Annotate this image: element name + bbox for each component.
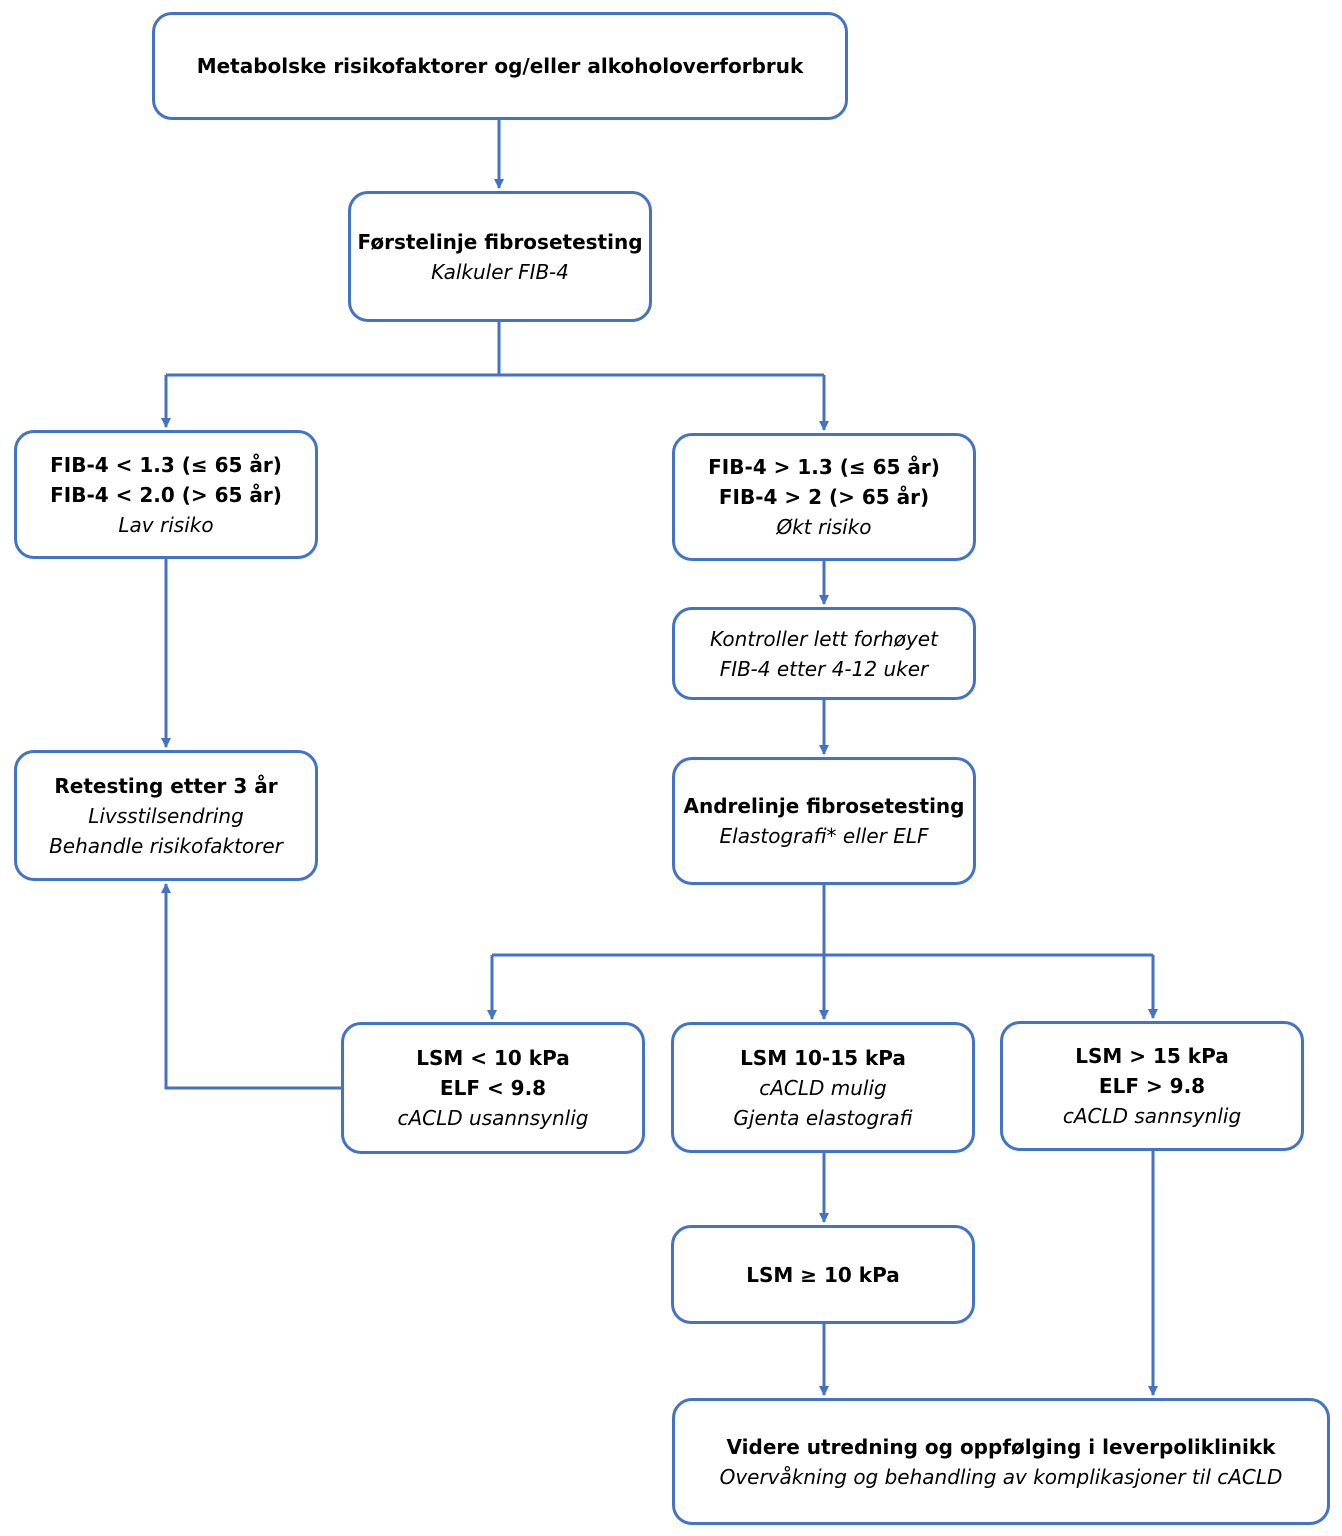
start-box-text: Metabolske risikofaktorer og/eller alkoh… (196, 54, 804, 78)
lsm-high-line2: ELF > 9.8 (1098, 1074, 1206, 1098)
high-risk-subtitle: Økt risiko (776, 515, 872, 539)
arrow-lsm-low-to-retest (161, 883, 341, 1090)
lsm-low-subtitle: cACLD usannsynlig (397, 1106, 589, 1130)
lsm-mid-line1: LSM 10-15 kPa (740, 1045, 906, 1070)
retest-line1: Livsstilsendring (88, 803, 244, 828)
high-risk-box: FIB-4 > 1.3 (≤ 65 år) FIB-4 > 2 (> 65 år… (672, 433, 976, 561)
second-line-testing-box: Andrelinje fibrosetesting Elastografi* e… (672, 757, 976, 885)
lsm-low-line1: LSM < 10 kPa (416, 1046, 570, 1070)
high-risk-line1: FIB-4 > 1.3 (≤ 65 år) (708, 455, 940, 479)
first-line-subtitle: Kalkuler FIB-4 (431, 259, 569, 284)
high-risk-line2: FIB-4 > 2 (> 65 år) (718, 485, 930, 509)
lsm-ge10-text: LSM ≥ 10 kPa (746, 1262, 900, 1287)
low-risk-box: FIB-4 < 1.3 (≤ 65 år) FIB-4 < 2.0 (> 65 … (14, 430, 318, 559)
lsm-mid-box: LSM 10-15 kPa cACLD mulig Gjenta elastog… (671, 1022, 975, 1153)
retest-title: Retesting etter 3 år (54, 773, 278, 798)
first-line-title: Førstelinje fibrosetesting (357, 229, 643, 254)
low-risk-subtitle: Lav risiko (118, 512, 214, 537)
control-line2: FIB-4 etter 4-12 uker (719, 656, 929, 681)
followup-subtitle: Overvåkning og behandling av komplikasjo… (719, 1464, 1283, 1489)
low-risk-line2: FIB-4 < 2.0 (> 65 år) (50, 482, 282, 507)
lsm-mid-line2: cACLD mulig (759, 1075, 887, 1100)
lsm-high-box: LSM > 15 kPa ELF > 9.8 cACLD sannsynlig (1000, 1021, 1304, 1151)
start-box: Metabolske risikofaktorer og/eller alkoh… (152, 12, 848, 120)
lsm-ge10-box: LSM ≥ 10 kPa (671, 1225, 975, 1324)
lsm-high-subtitle: cACLD sannsynlig (1062, 1104, 1242, 1128)
lsm-mid-line3: Gjenta elastografi (733, 1105, 913, 1130)
retest-box: Retesting etter 3 år Livsstilsendring Be… (14, 750, 318, 881)
lsm-low-box: LSM < 10 kPa ELF < 9.8 cACLD usannsynlig (341, 1022, 645, 1154)
lsm-high-line1: LSM > 15 kPa (1075, 1044, 1229, 1068)
control-line1: Kontroller lett forhøyet (710, 626, 938, 651)
second-line-title: Andrelinje fibrosetesting (683, 794, 965, 818)
low-risk-line1: FIB-4 < 1.3 (≤ 65 år) (50, 452, 282, 477)
retest-line2: Behandle risikofaktorer (49, 833, 283, 858)
lsm-low-line2: ELF < 9.8 (439, 1076, 547, 1100)
control-box: Kontroller lett forhøyet FIB-4 etter 4-1… (672, 607, 976, 700)
second-line-subtitle: Elastografi* eller ELF (719, 824, 929, 848)
first-line-testing-box: Førstelinje fibrosetesting Kalkuler FIB-… (348, 191, 652, 322)
followup-title: Videre utredning og oppfølging i leverpo… (726, 1434, 1276, 1459)
followup-box: Videre utredning og oppfølging i leverpo… (672, 1398, 1330, 1525)
